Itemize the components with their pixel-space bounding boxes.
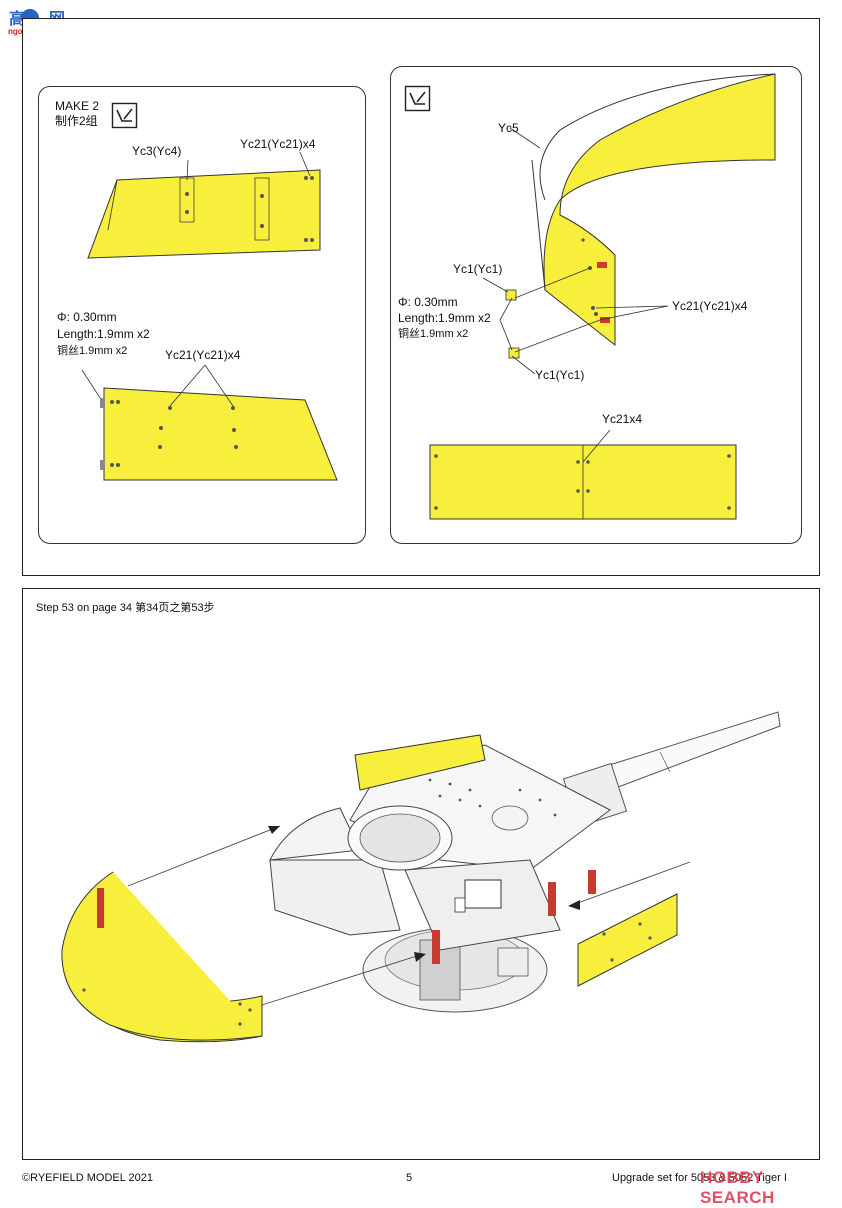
wire-cn-left: 铜丝1.9mm x2 (57, 345, 128, 357)
bend-icon (111, 102, 138, 129)
watermark: HOBBY SEARCH (700, 1168, 775, 1207)
make-label-cn: 制作2组 (55, 114, 98, 128)
bend-icon (404, 85, 431, 112)
wire-phi-left: Φ: 0.30mm (57, 310, 117, 324)
yc3-plate (87, 169, 321, 259)
label-yc1-bottom: Yc1(Yc1) (535, 368, 585, 382)
label-yc21-bottom: Yc21(Yc21)x4 (165, 348, 241, 362)
label-yc5: Yc5 (498, 121, 519, 135)
footer-copyright: ©RYEFIELD MODEL 2021 (22, 1172, 153, 1184)
label-yc21-right: Yc21(Yc21)x4 (672, 299, 748, 313)
rear-armor-top (354, 734, 486, 791)
footer-product: Upgrade set for 5053 & 5052 Tiger I (612, 1172, 787, 1184)
label-yc21x4: Yc21x4 (602, 412, 643, 426)
turret-side-left (269, 859, 401, 936)
label-yc21-top: Yc21(Yc21)x4 (240, 137, 316, 151)
wire-phi-right: Φ: 0.30mm (398, 295, 458, 309)
yc5-curved-band (543, 73, 776, 347)
wire-length-right: Length:1.9mm x2 (398, 311, 491, 325)
yc21-plate-lower (103, 387, 338, 481)
step-heading: Step 53 on page 34 第34页之第53步 (36, 602, 215, 614)
label-yc3: Yc3(Yc4) (132, 144, 182, 158)
wire-cn-right: 铜丝1.9mm x2 (398, 328, 469, 340)
wire-length-left: Length:1.9mm x2 (57, 327, 150, 341)
svg-text:高: 高 (9, 9, 25, 28)
label-yc1-top: Yc1(Yc1) (453, 262, 503, 276)
gun-barrel (599, 711, 781, 793)
make-label: MAKE 2 (55, 99, 100, 113)
footer-page-number: 5 (406, 1172, 413, 1184)
yc21-plate-installed (577, 893, 678, 987)
